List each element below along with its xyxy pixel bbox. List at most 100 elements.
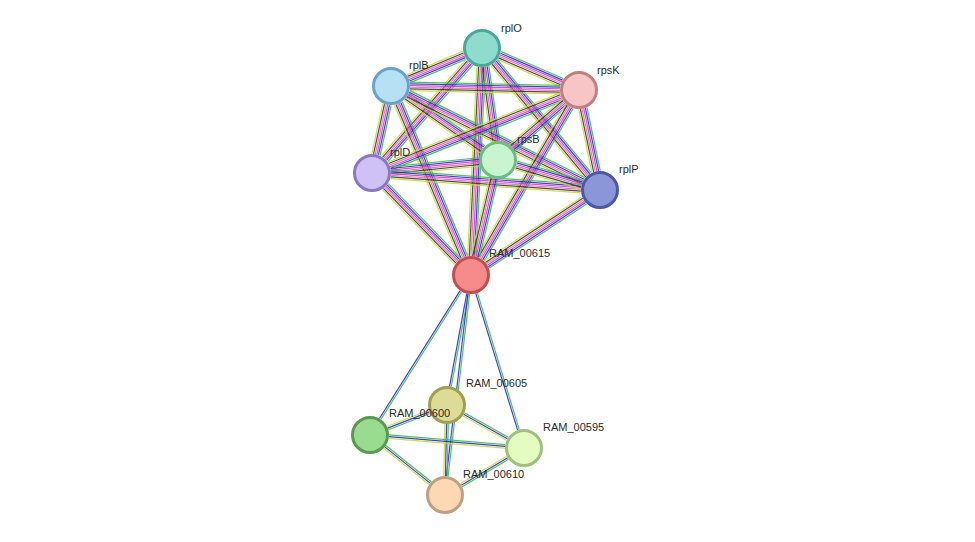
evidence-line xyxy=(372,104,383,154)
evidence-line xyxy=(389,437,505,447)
node-label: RAM_00610 xyxy=(463,468,524,481)
node-circle xyxy=(372,67,410,105)
node-disc xyxy=(428,478,463,513)
node-disc xyxy=(465,31,500,66)
evidence-line xyxy=(374,104,385,154)
node-disc xyxy=(353,418,388,453)
protein-node: rplD xyxy=(353,154,391,192)
protein-node: rpsK xyxy=(560,71,598,109)
node-label: RAM_00595 xyxy=(543,421,604,434)
node-disc xyxy=(562,73,597,108)
interaction-edge xyxy=(579,108,601,173)
evidence-line xyxy=(464,413,508,437)
node-label: rplO xyxy=(501,22,522,35)
evidence-line xyxy=(476,293,518,430)
node-label: RAM_00615 xyxy=(489,247,550,260)
evidence-line xyxy=(464,414,508,438)
protein-node: RAM_00600 xyxy=(351,416,389,454)
evidence-line xyxy=(487,201,584,265)
protein-node: rplO xyxy=(463,29,501,67)
evidence-line xyxy=(387,185,460,260)
evidence-line xyxy=(385,447,430,483)
evidence-line xyxy=(386,186,459,261)
node-disc xyxy=(583,173,618,208)
evidence-line xyxy=(463,416,507,440)
protein-node: RAM_00615 xyxy=(452,256,490,294)
node-circle xyxy=(560,71,598,109)
evidence-line xyxy=(473,178,491,256)
node-label: rplP xyxy=(619,163,639,176)
evidence-line xyxy=(445,424,446,476)
evidence-line xyxy=(485,197,582,261)
evidence-line xyxy=(477,293,519,430)
interaction-edge xyxy=(463,413,508,440)
evidence-line xyxy=(388,184,461,259)
node-circle xyxy=(351,416,389,454)
node-circle xyxy=(426,476,464,514)
evidence-line xyxy=(489,204,586,268)
evidence-line xyxy=(488,203,585,267)
evidence-line xyxy=(446,294,468,476)
evidence-line xyxy=(385,187,458,262)
evidence-line xyxy=(386,446,431,482)
evidence-line xyxy=(500,55,562,82)
node-circle xyxy=(353,154,391,192)
evidence-line xyxy=(516,166,582,185)
interaction-edge xyxy=(498,52,564,87)
protein-node: rpsB xyxy=(479,141,517,179)
evidence-line xyxy=(383,188,456,263)
evidence-line xyxy=(407,51,463,74)
interaction-edge xyxy=(382,184,461,265)
evidence-line xyxy=(582,109,595,172)
protein-node: rplB xyxy=(372,67,410,105)
node-circle xyxy=(581,171,619,209)
interaction-edge xyxy=(510,99,568,151)
interaction-edge xyxy=(384,446,431,485)
evidence-line xyxy=(500,53,562,80)
interaction-edge xyxy=(389,435,505,448)
evidence-line xyxy=(384,448,429,484)
node-label: rplD xyxy=(390,146,410,159)
evidence-line xyxy=(444,424,445,476)
evidence-line xyxy=(389,438,505,448)
node-disc xyxy=(454,258,489,293)
node-circle xyxy=(452,256,490,294)
protein-node: RAM_00595 xyxy=(505,429,543,467)
node-disc xyxy=(355,156,390,191)
interaction-edge xyxy=(471,178,498,258)
evidence-line xyxy=(475,178,493,256)
node-disc xyxy=(374,69,409,104)
evidence-line xyxy=(410,91,560,94)
interaction-edge xyxy=(515,161,583,188)
protein-node: rplP xyxy=(581,171,619,209)
node-label: rpsK xyxy=(597,64,620,77)
node-circle xyxy=(505,429,543,467)
interaction-edge xyxy=(372,104,391,156)
node-label: RAM_00600 xyxy=(389,407,450,420)
evidence-line xyxy=(580,109,593,172)
evidence-line xyxy=(515,169,581,188)
interaction-edge xyxy=(444,424,449,476)
node-disc xyxy=(481,143,516,178)
evidence-line xyxy=(382,190,455,265)
evidence-line xyxy=(486,200,583,264)
node-label: rpsB xyxy=(517,133,540,146)
evidence-line xyxy=(401,103,466,257)
interaction-edge xyxy=(485,197,587,268)
node-disc xyxy=(507,431,542,466)
interaction-edge xyxy=(410,82,560,94)
evidence-line xyxy=(447,424,448,476)
node-circle xyxy=(479,141,517,179)
node-circle xyxy=(463,29,501,67)
evidence-line xyxy=(476,179,494,257)
evidence-line xyxy=(516,165,582,184)
evidence-line xyxy=(485,198,582,262)
evidence-line xyxy=(579,109,592,172)
interaction-edge xyxy=(476,293,519,430)
evidence-line xyxy=(391,164,479,173)
evidence-line xyxy=(516,168,582,187)
node-label: rplB xyxy=(409,59,429,72)
protein-node: RAM_00610 xyxy=(426,476,464,514)
node-label: RAM_00605 xyxy=(466,377,527,390)
